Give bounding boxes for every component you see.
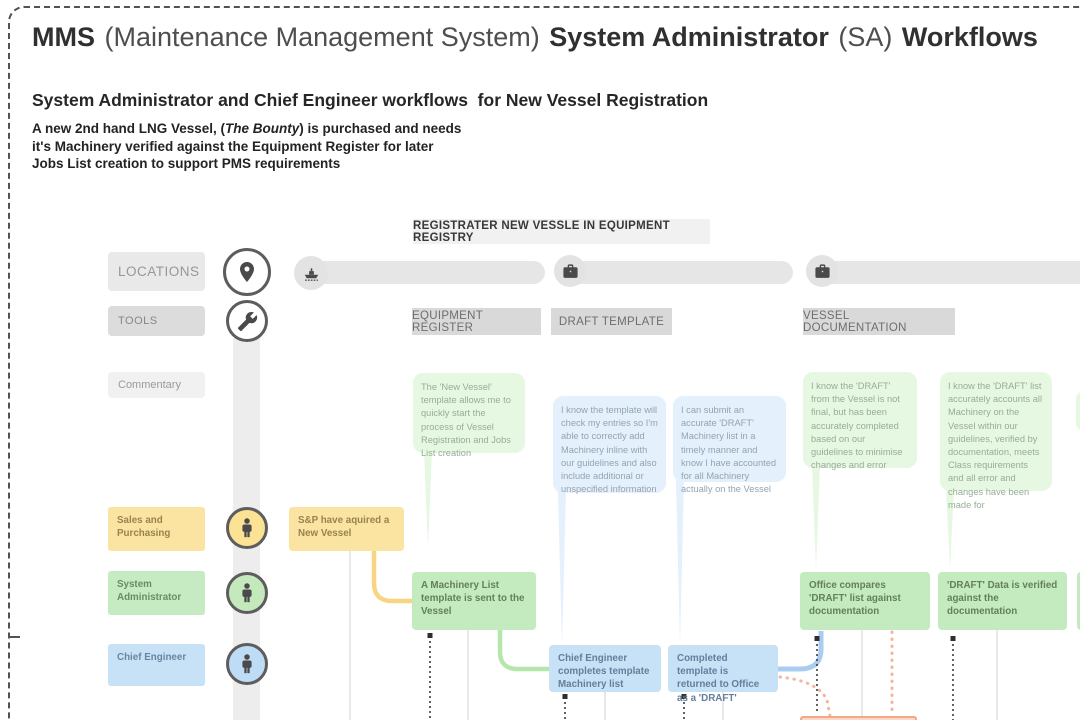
location-bar-vessel[interactable] <box>311 261 545 284</box>
lane-label-commentary[interactable]: Commentary <box>108 372 205 398</box>
office-location-badge-2[interactable] <box>806 255 838 287</box>
action-machinery-list-sent[interactable]: A Machinery List template is sent to the… <box>412 572 536 630</box>
briefcase-icon <box>562 263 578 278</box>
ship-icon <box>304 267 318 281</box>
tool-label-vessel-documentation[interactable]: VESSEL DOCUMENTATION <box>803 308 955 335</box>
title-sa: System Administrator <box>549 22 829 52</box>
location-pin-icon <box>240 262 254 282</box>
title-workflows: Workflows <box>901 22 1038 52</box>
role-label-sales-purchasing[interactable]: Sales and Purchasing <box>108 507 205 551</box>
comment-tail <box>558 491 566 647</box>
office-location-badge[interactable] <box>554 255 586 287</box>
vessel-location-badge[interactable] <box>294 256 328 290</box>
connector-orange-curve <box>778 675 832 718</box>
comment-bubble-draft-not-final[interactable]: I know the 'DRAFT' from the Vessel is no… <box>803 372 917 470</box>
action-office-compares-draft[interactable]: Office compares 'DRAFT' list against doc… <box>800 572 930 630</box>
dashed-drop-lines <box>429 636 954 720</box>
connector-green <box>497 630 549 672</box>
comment-bubble-template-checks[interactable]: I know the template will check my entrie… <box>553 396 666 494</box>
drop-line <box>861 630 863 720</box>
page-title: MMS (Maintenance Management System) Syst… <box>32 22 1038 53</box>
page-boundary-tick <box>8 636 20 642</box>
location-bar-office-1[interactable] <box>570 261 793 284</box>
tool-label-draft-template[interactable]: DRAFT TEMPLATE <box>551 308 672 335</box>
comment-tail <box>676 480 684 644</box>
actor-badge-chief-engineer[interactable] <box>226 643 268 685</box>
anchor-squares <box>427 633 956 699</box>
phase-banner[interactable]: REGISTRATER NEW VESSLE IN EQUIPMENT REGI… <box>413 219 710 244</box>
lane-label-tools[interactable]: TOOLS <box>108 306 205 336</box>
title-mms-long: (Maintenance Management System) <box>104 22 540 52</box>
title-sa-abbr: (SA) <box>838 22 893 52</box>
location-pin-badge[interactable] <box>223 248 271 296</box>
intro-text-post: ) is purchased and needs it's Machinery … <box>32 121 462 172</box>
connector-blue <box>778 631 824 672</box>
action-draft-data-verified[interactable]: 'DRAFT' Data is verified against the doc… <box>938 572 1067 630</box>
wrench-icon <box>237 311 257 331</box>
role-label-system-administrator[interactable]: System Administrator <box>108 571 205 615</box>
drop-line <box>349 551 351 720</box>
drop-line <box>722 692 724 720</box>
actor-badge-sales[interactable] <box>226 507 268 549</box>
action-box-orange-clipped[interactable] <box>800 716 917 720</box>
tools-badge[interactable] <box>226 300 268 342</box>
location-bar-office-2[interactable] <box>822 261 1080 284</box>
intro-text-italic: The Bounty <box>225 121 300 136</box>
briefcase-icon <box>814 263 830 278</box>
page-subtitle: System Administrator and Chief Engineer … <box>32 90 709 110</box>
comment-bubble-new-vessel-template[interactable]: The 'New Vessel' template allows me to q… <box>413 373 525 458</box>
tool-label-equipment-register[interactable]: EQUIPMENT REGISTER <box>412 308 541 335</box>
comment-bubble-draft-accurate[interactable]: I know the 'DRAFT' list accurately accou… <box>940 372 1052 510</box>
page-boundary-dashed <box>8 6 1080 720</box>
actor-badge-system-administrator[interactable] <box>226 572 268 614</box>
intro-paragraph: A new 2nd hand LNG Vessel, (The Bounty) … <box>32 120 468 173</box>
drop-line <box>996 630 998 720</box>
comment-tail <box>946 489 954 569</box>
action-box-clipped[interactable] <box>1077 572 1080 630</box>
person-icon <box>242 583 252 603</box>
comment-tail <box>812 466 820 570</box>
role-label-chief-engineer[interactable]: Chief Engineer <box>108 644 205 686</box>
action-template-returned-draft[interactable]: Completed template is returned to Office… <box>668 645 778 704</box>
comment-tail <box>424 450 432 548</box>
connector-yellow <box>371 551 412 604</box>
drop-line <box>467 630 469 720</box>
action-sp-acquired-vessel[interactable]: S&P have aquired a New Vessel <box>289 507 404 551</box>
lane-label-locations[interactable]: LOCATIONS <box>108 252 205 291</box>
comment-bubble-submit-draft[interactable]: I can submit an accurate 'DRAFT' Machine… <box>673 396 786 494</box>
person-icon <box>242 518 252 538</box>
intro-text-pre: A new 2nd hand LNG Vessel, ( <box>32 121 226 136</box>
title-mms: MMS <box>32 22 95 52</box>
action-chief-completes-template[interactable]: Chief Engineer completes template Machin… <box>549 645 661 692</box>
drop-line <box>604 692 606 720</box>
comment-bubble-clipped[interactable] <box>1076 391 1080 431</box>
person-icon <box>242 654 252 674</box>
